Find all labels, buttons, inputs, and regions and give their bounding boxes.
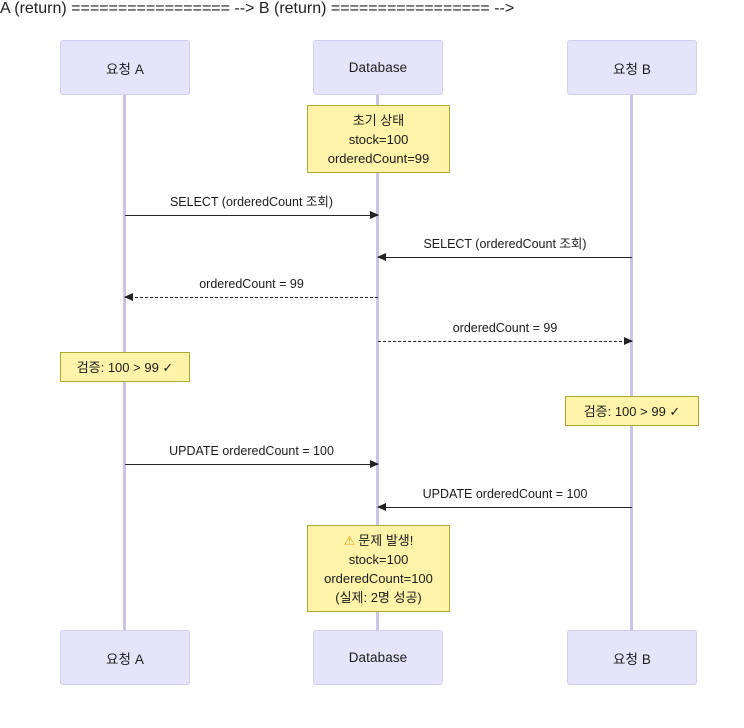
participant-label: 요청 B	[613, 61, 651, 77]
participant-label: Database	[348, 650, 408, 665]
message-line	[125, 464, 378, 465]
message-line-dashed	[125, 297, 378, 298]
participant-database-bottom[interactable]: Database	[313, 630, 443, 685]
note-line: orderedCount=99	[327, 150, 430, 166]
participant-request-b-top[interactable]: 요청 B	[567, 40, 697, 95]
message-label: UPDATE orderedCount = 100	[169, 444, 334, 458]
message-label: SELECT (orderedCount 조회)	[169, 195, 334, 209]
note-problem: ⚠문제 발생! stock=100 orderedCount=100 (실제: …	[307, 525, 450, 612]
note-line: 검증: 100 > 99 ✓	[583, 403, 681, 419]
warning-triangle-icon: ⚠	[343, 532, 356, 548]
arrow-head-left-icon	[124, 292, 133, 301]
note-line: stock=100	[348, 131, 409, 147]
note-line: orderedCount=100	[324, 570, 433, 586]
message-label: orderedCount = 99	[452, 321, 558, 335]
note-line-text: 문제 발생!	[358, 532, 414, 548]
participant-request-a-bottom[interactable]: 요청 A	[60, 630, 190, 685]
note-validation-b: 검증: 100 > 99 ✓	[565, 396, 699, 426]
message-line	[125, 215, 378, 216]
note-initial-state: 초기 상태 stock=100 orderedCount=99	[307, 105, 450, 173]
message-label: SELECT (orderedCount 조회)	[423, 237, 587, 251]
message-label: UPDATE orderedCount = 100	[422, 487, 588, 501]
message-label: orderedCount = 99	[199, 277, 304, 291]
note-validation-a: 검증: 100 > 99 ✓	[60, 352, 190, 382]
participant-label: 요청 A	[106, 651, 144, 667]
participant-database-top[interactable]: Database	[313, 40, 443, 95]
note-line: 초기 상태	[352, 112, 405, 128]
participant-label: Database	[348, 60, 408, 75]
note-line: (실제: 2명 성공)	[335, 589, 422, 605]
participant-label: 요청 A	[106, 61, 144, 77]
note-line-warning: ⚠문제 발생!	[344, 531, 414, 550]
message-line	[378, 257, 632, 258]
participant-request-b-bottom[interactable]: 요청 B	[567, 630, 697, 685]
message-line	[378, 507, 632, 508]
note-line: stock=100	[348, 551, 409, 567]
arrow-head-right-icon	[624, 336, 633, 345]
lifeline-request-b	[630, 95, 633, 630]
lifeline-database	[376, 95, 379, 630]
note-line: 검증: 100 > 99 ✓	[76, 359, 174, 375]
participant-request-a-top[interactable]: 요청 A	[60, 40, 190, 95]
arrow-head-left-icon	[377, 252, 386, 261]
participant-label: 요청 B	[613, 651, 651, 667]
message-line-dashed	[378, 341, 632, 342]
arrow-head-right-icon	[370, 210, 379, 219]
arrow-head-left-icon	[377, 502, 386, 511]
arrow-head-right-icon	[370, 459, 379, 468]
